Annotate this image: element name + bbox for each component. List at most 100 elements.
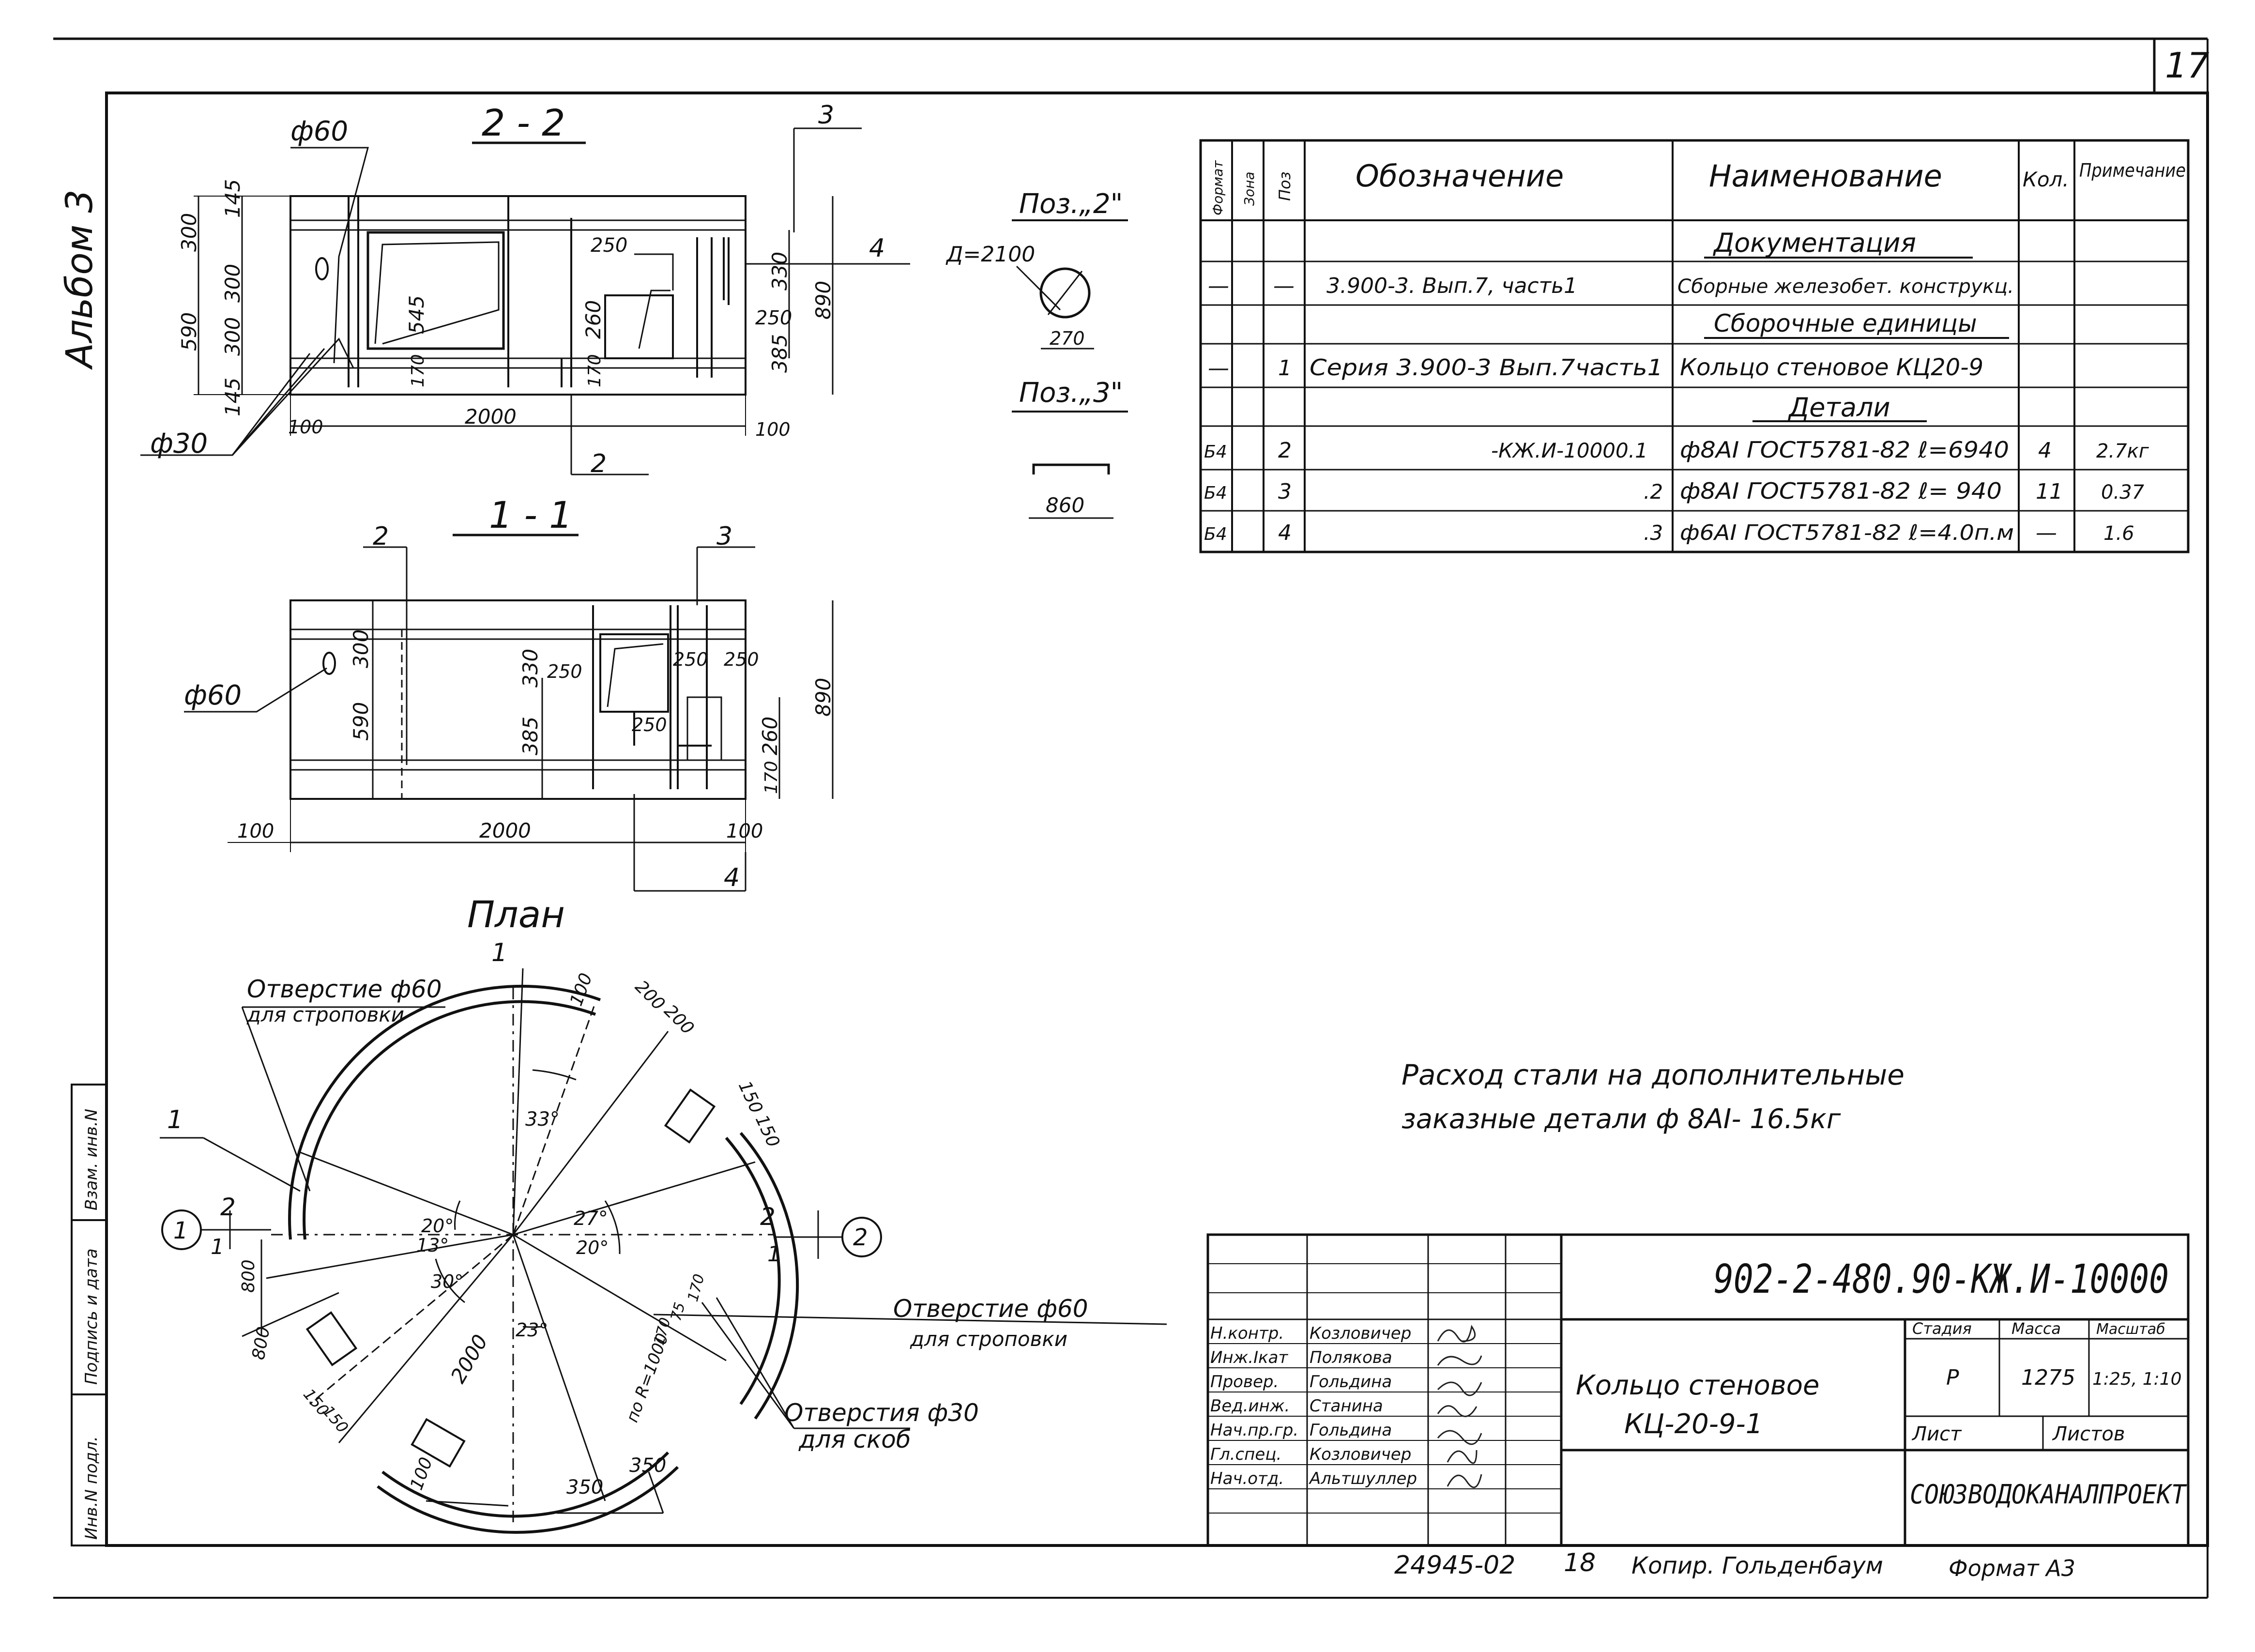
dim-250b: 250	[755, 307, 792, 329]
dim-145a: 145	[221, 179, 244, 218]
steel-note-line1: Расход стали на дополнительные	[1402, 1058, 1905, 1091]
label-phi30-22: ф30	[150, 428, 208, 459]
row-1-designation: 3.900-3. Вып.7, часть1	[1326, 274, 1577, 298]
signatures	[1437, 1325, 1482, 1488]
dim-590-11: 590	[349, 702, 373, 741]
name-6: Альтшуллер	[1309, 1469, 1417, 1488]
name-4: Гольдина	[1310, 1421, 1392, 1440]
object-name-line2: КЦ-20-9-1	[1624, 1408, 1763, 1440]
pos-2-title: Поз.„2"	[1019, 188, 1123, 220]
org-name: СОЮЗВОДОКАНАЛПРОЕКТ	[1910, 1479, 2187, 1510]
doc-code: 902-2-480.90-КЖ.И-10000	[1714, 1256, 2169, 1302]
plan-angle-13: 13°	[416, 1235, 449, 1256]
dim-2000-11: 2000	[479, 819, 531, 842]
col-pos: Поз	[1276, 171, 1294, 201]
dim-145b: 145	[221, 378, 244, 416]
col-name: Наименование	[1709, 158, 1942, 194]
dim-260: 260	[581, 300, 605, 339]
section-2-2: 2 - 2	[140, 101, 910, 478]
plan-angle-20b: 20°	[576, 1237, 609, 1258]
strip-inv: Инв.N подл.	[82, 1436, 101, 1540]
plan-mark-2: 2	[853, 1224, 868, 1251]
dim-890-11: 890	[811, 678, 835, 717]
dim-100b: 100	[755, 419, 791, 440]
dim-330-11: 330	[518, 649, 542, 688]
plan-dim-2000: 2000	[446, 1331, 492, 1387]
section-1-1-title: 1 - 1	[489, 493, 572, 536]
row-7-format: Б4	[1204, 524, 1227, 544]
spec-row-2: Сборочные единицы	[1704, 309, 2009, 339]
dim-2000: 2000	[465, 405, 517, 428]
plan-dim-75: 75	[668, 1300, 689, 1323]
leader-phi60-11	[184, 667, 327, 713]
row-7-qty: —	[2036, 520, 2057, 545]
row-0-name: Документация	[1713, 228, 1916, 258]
sheets-label: Листов	[2052, 1423, 2125, 1445]
row-6-pos: 3	[1278, 479, 1292, 504]
row-1-format: —	[1208, 274, 1229, 298]
pos-2-diameter: Д=2100	[945, 242, 1035, 267]
row-6-qty: 11	[2036, 479, 2063, 504]
pos-2-dim: 270	[1050, 328, 1085, 349]
page-number: 17	[2165, 45, 2209, 86]
footer-inv: 24945-02	[1394, 1551, 1515, 1580]
role-6: Нач.отд.	[1210, 1469, 1284, 1488]
row-5-name: ф8АI ГОСТ5781-82 ℓ=6940	[1680, 437, 2009, 463]
plan-angle-30: 30°	[431, 1271, 463, 1292]
dim-170-11: 170	[762, 761, 781, 794]
role-4: Нач.пр.гр.	[1210, 1421, 1298, 1440]
spec-row-3: — 1 Серия 3.900-3 Вып.7часть1 Кольцо сте…	[1208, 354, 1983, 381]
row-5-designation: -КЖ.И-10000.1	[1491, 439, 1648, 462]
row-7-pos: 4	[1278, 520, 1292, 545]
hole-clip-label: Отверстия ф30	[784, 1399, 979, 1427]
row-3-name: Кольцо стеновое КЦ20-9	[1680, 354, 1983, 381]
plan-angle-33: 33°	[525, 1108, 560, 1131]
plan-angle-27: 27°	[574, 1208, 608, 1230]
col-zone: Зона	[1241, 171, 1257, 206]
plan-dim-170b: 170	[685, 1272, 708, 1303]
footer-format: Формат А3	[1949, 1555, 2075, 1581]
scale-label: Масштаб	[2096, 1321, 2165, 1338]
col-note: Примечание	[2079, 160, 2186, 181]
plan-cut-1b: 1	[767, 1242, 781, 1267]
scale-value: 1:25, 1:10	[2092, 1369, 2182, 1389]
stage-label: Стадия	[1912, 1319, 1972, 1338]
dim-590: 590	[177, 312, 201, 351]
plan-dim-200b: 200	[660, 1001, 698, 1039]
plan-dim-350a: 350	[566, 1476, 603, 1499]
footer-copy: Копир. Гольденбаум	[1631, 1552, 1883, 1579]
dim-300c: 300	[221, 317, 244, 356]
pos-3-detail: Поз.„3" 860	[1012, 377, 1128, 519]
pos-2-11: 2	[373, 522, 389, 551]
row-6-name: ф8АI ГОСТ5781-82 ℓ= 940	[1680, 478, 2002, 504]
row-3-format: —	[1208, 356, 1229, 381]
name-2: Гольдина	[1310, 1372, 1392, 1392]
row-5-pos: 2	[1278, 438, 1292, 463]
strip-replace: Взам. инв.N	[82, 1109, 101, 1210]
hole-lift-label: Отверстие ф60	[247, 975, 442, 1003]
dim-250d-11: 250	[632, 714, 667, 735]
pos-3-22: 3	[818, 101, 834, 130]
hole-lift-label-2: Отверстие ф60	[893, 1295, 1088, 1323]
dim-250b-11: 250	[673, 649, 708, 670]
footer-num: 18	[1564, 1548, 1596, 1577]
mass-value: 1275	[2021, 1365, 2075, 1390]
row-5-qty: 4	[2038, 438, 2052, 463]
object-name-line1: Кольцо стеновое	[1576, 1370, 1819, 1401]
plan-pos-1b: 1	[167, 1105, 183, 1134]
plan-title: План	[467, 893, 565, 936]
pos-4-22: 4	[869, 234, 885, 263]
role-2: Провер.	[1210, 1372, 1279, 1392]
row-1-pos: —	[1273, 274, 1295, 298]
plan-dim-200a: 200	[631, 977, 669, 1014]
plan-mark-1: 1	[173, 1217, 188, 1244]
sheet-label: Лист	[1911, 1423, 1962, 1445]
col-format: Формат	[1210, 160, 1226, 215]
row-6-format: Б4	[1204, 483, 1227, 503]
plan-dim-150a: 150	[734, 1078, 766, 1117]
section-1-1: 1 - 1	[184, 493, 835, 892]
role-0: Н.контр.	[1210, 1324, 1284, 1343]
pos-3-11: 3	[716, 522, 732, 551]
plan-angle-20a: 20°	[421, 1215, 454, 1237]
